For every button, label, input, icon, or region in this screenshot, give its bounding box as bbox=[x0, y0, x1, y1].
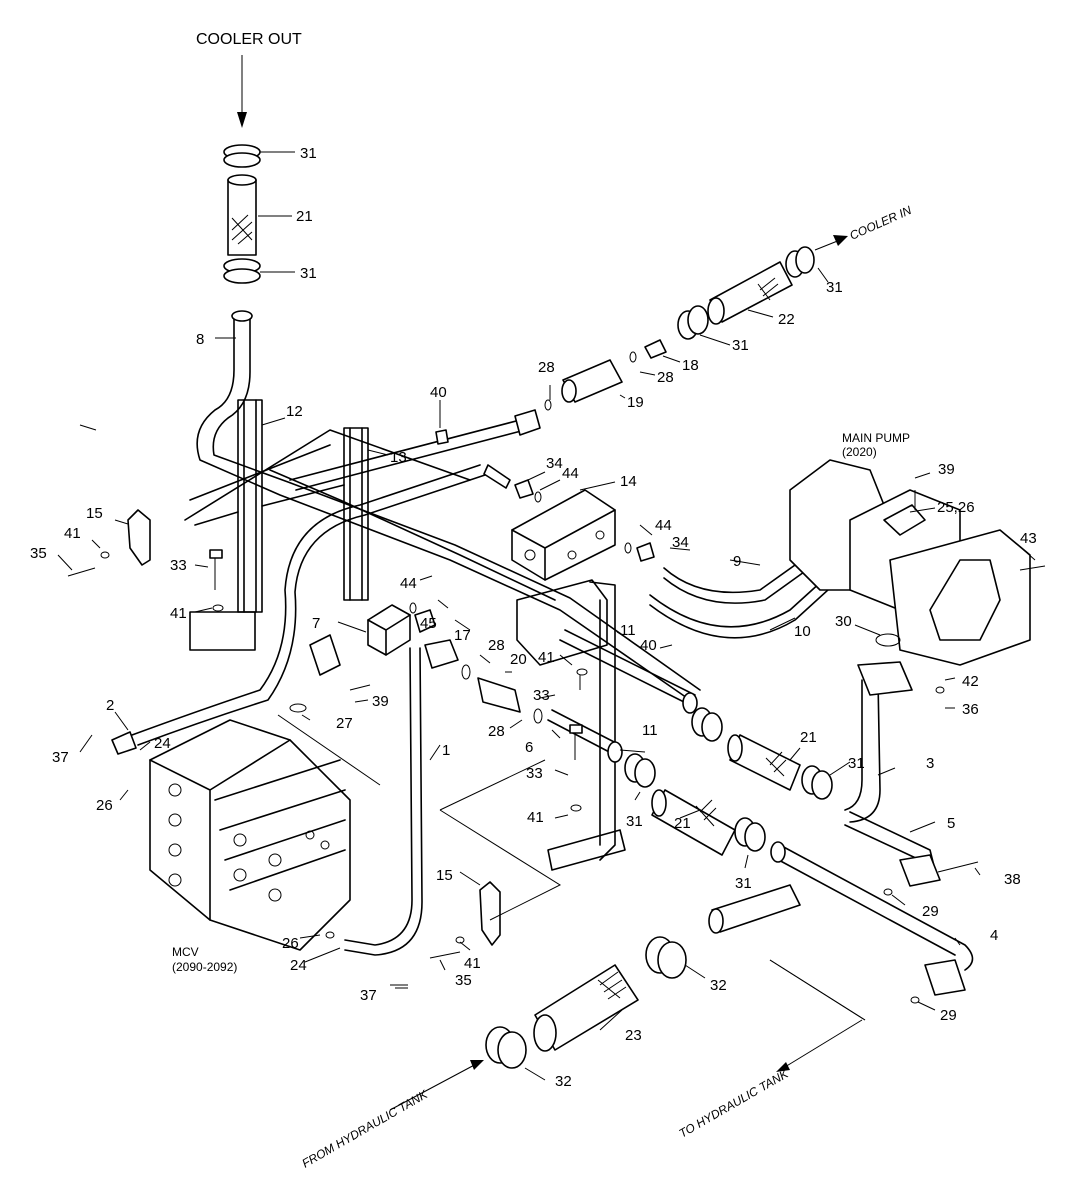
callout-label: 41 bbox=[464, 955, 481, 972]
callout-label: 33 bbox=[170, 557, 187, 574]
pipe-8 bbox=[196, 310, 701, 701]
callout-label: 20 bbox=[510, 651, 527, 668]
callout-label: 2 bbox=[106, 697, 114, 714]
callout-label: 8 bbox=[196, 331, 204, 348]
callout-label: 27 bbox=[336, 715, 353, 732]
callout-label: 40 bbox=[640, 637, 657, 654]
fittings-and-hardware bbox=[67, 339, 1046, 1004]
hose-clamps bbox=[223, 144, 833, 1069]
mcv-ref-label: (2090-2092) bbox=[172, 960, 237, 974]
callout-label: 31 bbox=[300, 145, 317, 162]
callout-label: 30 bbox=[835, 613, 852, 630]
callout-label: 33 bbox=[526, 765, 543, 782]
callout-label: 26 bbox=[282, 935, 299, 952]
callout-label: 23 bbox=[625, 1027, 642, 1044]
callout-label: 36 bbox=[962, 701, 979, 718]
callout-label: 35 bbox=[30, 545, 47, 562]
cooler-out-label: COOLER OUT bbox=[196, 31, 302, 48]
callout-label: 19 bbox=[627, 394, 644, 411]
callout-label: 29 bbox=[922, 903, 939, 920]
callout-label: 44 bbox=[400, 575, 417, 592]
callout-label: 6 bbox=[525, 739, 533, 756]
callout-label: 35 bbox=[455, 972, 472, 989]
callout-label: 10 bbox=[794, 623, 811, 640]
callout-label: 12 bbox=[286, 403, 303, 420]
callout-label: 32 bbox=[710, 977, 727, 994]
assembly-guides bbox=[277, 714, 866, 1021]
callout-label: 15 bbox=[436, 867, 453, 884]
valve-block-14 bbox=[511, 489, 616, 581]
callout-label: 43 bbox=[1020, 530, 1037, 547]
callout-label: 31 bbox=[826, 279, 843, 296]
callout-label: 11 bbox=[642, 722, 658, 739]
callout-label: 39 bbox=[938, 461, 955, 478]
callout-label: 38 bbox=[1004, 871, 1021, 888]
callout-label: 26 bbox=[96, 797, 113, 814]
callout-label: 31 bbox=[735, 875, 752, 892]
callout-label: 45 bbox=[420, 615, 437, 632]
callout-label: 33 bbox=[533, 687, 550, 704]
callout-label: 9 bbox=[733, 553, 741, 570]
callout-label: 1 bbox=[442, 742, 450, 759]
callout-label: 41 bbox=[538, 649, 555, 666]
main-pump-label: MAIN PUMP bbox=[842, 431, 910, 445]
callout-label: 42 bbox=[962, 673, 979, 690]
callout-label: 14 bbox=[620, 473, 637, 490]
callout-label: 44 bbox=[562, 465, 579, 482]
callout-label: 11 bbox=[620, 622, 636, 639]
to-hydraulic-tank-label: TO HYDRAULIC TANK bbox=[677, 1066, 792, 1140]
callout-label: 4 bbox=[990, 927, 998, 944]
callout-label: 28 bbox=[488, 723, 505, 740]
callout-label: 44 bbox=[655, 517, 672, 534]
callout-label: 40 bbox=[430, 384, 447, 401]
mcv-valve bbox=[149, 719, 351, 951]
callout-label: 34 bbox=[546, 455, 563, 472]
callout-label: 28 bbox=[538, 359, 555, 376]
callout-label: 31 bbox=[732, 337, 749, 354]
main-pump-ref-label: (2020) bbox=[842, 445, 877, 459]
callout-label: 13 bbox=[390, 449, 407, 466]
callout-label: 41 bbox=[170, 605, 187, 622]
main-pump bbox=[789, 459, 1031, 666]
callout-label: 25,26 bbox=[937, 499, 975, 516]
callout-label: 41 bbox=[64, 525, 81, 542]
cooler-in-label: COOLER IN bbox=[848, 203, 914, 243]
from-hydraulic-tank-label: FROM HYDRAULIC TANK bbox=[300, 1087, 431, 1171]
callout-label: 31 bbox=[848, 755, 865, 772]
frame-brackets bbox=[184, 399, 626, 871]
callout-label: 21 bbox=[800, 729, 817, 746]
callout-label: 5 bbox=[947, 815, 955, 832]
part-callouts: 31 21 31 8 22 31 31 18 28 28 19 40 12 13… bbox=[30, 145, 1037, 1090]
callout-label: 41 bbox=[527, 809, 544, 826]
leader-lines bbox=[57, 151, 1036, 1081]
callout-label: 15 bbox=[86, 505, 103, 522]
callout-label: 39 bbox=[372, 693, 389, 710]
callout-label: 32 bbox=[555, 1073, 572, 1090]
mcv-label: MCV bbox=[172, 945, 199, 959]
callout-label: 37 bbox=[360, 987, 377, 1004]
callout-label: 31 bbox=[300, 265, 317, 282]
callout-label: 17 bbox=[454, 627, 471, 644]
callout-label: 28 bbox=[488, 637, 505, 654]
block-7 bbox=[367, 604, 411, 656]
callout-label: 22 bbox=[778, 311, 795, 328]
callout-label: 28 bbox=[657, 369, 674, 386]
callout-label: 3 bbox=[926, 755, 934, 772]
callout-label: 29 bbox=[940, 1007, 957, 1024]
callout-label: 34 bbox=[672, 534, 689, 551]
callout-label: 24 bbox=[154, 735, 171, 752]
callout-label: 37 bbox=[52, 749, 69, 766]
tubes bbox=[547, 629, 974, 996]
rubber-hoses bbox=[227, 174, 801, 1052]
callout-label: 21 bbox=[674, 815, 691, 832]
callout-label: 21 bbox=[296, 208, 313, 225]
callout-label: 31 bbox=[626, 813, 643, 830]
callout-label: 7 bbox=[312, 615, 320, 632]
callout-label: 18 bbox=[682, 357, 699, 374]
callout-label: 24 bbox=[290, 957, 307, 974]
